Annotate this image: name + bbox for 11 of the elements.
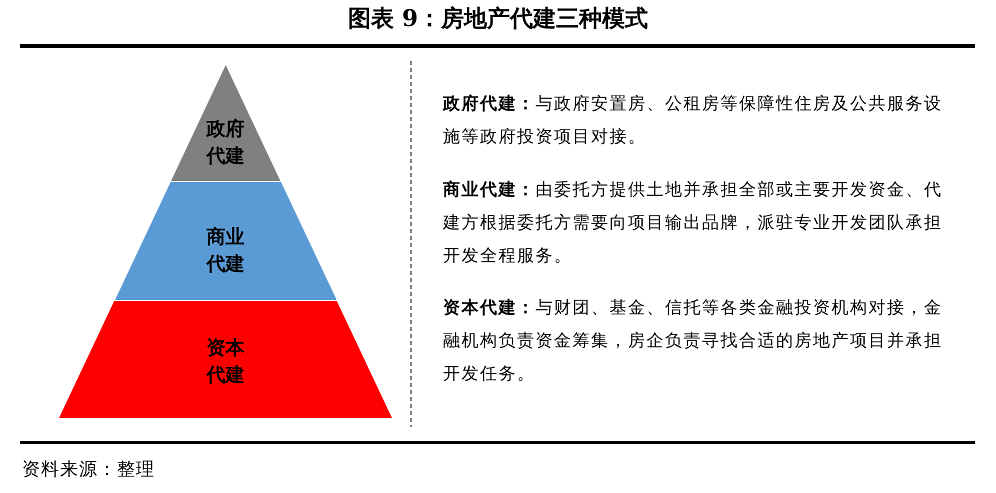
tier-label: 政府代建 bbox=[206, 117, 246, 169]
description-paragraph: 政府代建：与政府安置房、公租房等保障性住房及公共服务设施等政府投资项目对接。 bbox=[443, 93, 944, 149]
description-paragraph: 商业代建：由委托方提供土地并承担全部或主要开发资金、代建方根据委托方需要向项目输出品牌，派驻专业开发团队承担开发全程服务。 bbox=[443, 179, 944, 268]
tier-label: 资本代建 bbox=[206, 336, 246, 388]
chart-title: 图表 9：房地产代建三种模式 bbox=[348, 4, 648, 34]
pyramid-base-band bbox=[58, 301, 392, 418]
pyramid-top-triangle bbox=[170, 65, 280, 181]
source-note: 资料来源：整理 bbox=[22, 458, 155, 482]
description-paragraph: 资本代建：与财团、基金、信托等各类金融投资机构对接，金融机构负责资金筹集，房企负责寻找合适的房地产项目并承担开发任务。 bbox=[443, 297, 944, 386]
pyramid-middle-band bbox=[114, 182, 336, 300]
tier-label: 商业代建 bbox=[206, 225, 246, 277]
